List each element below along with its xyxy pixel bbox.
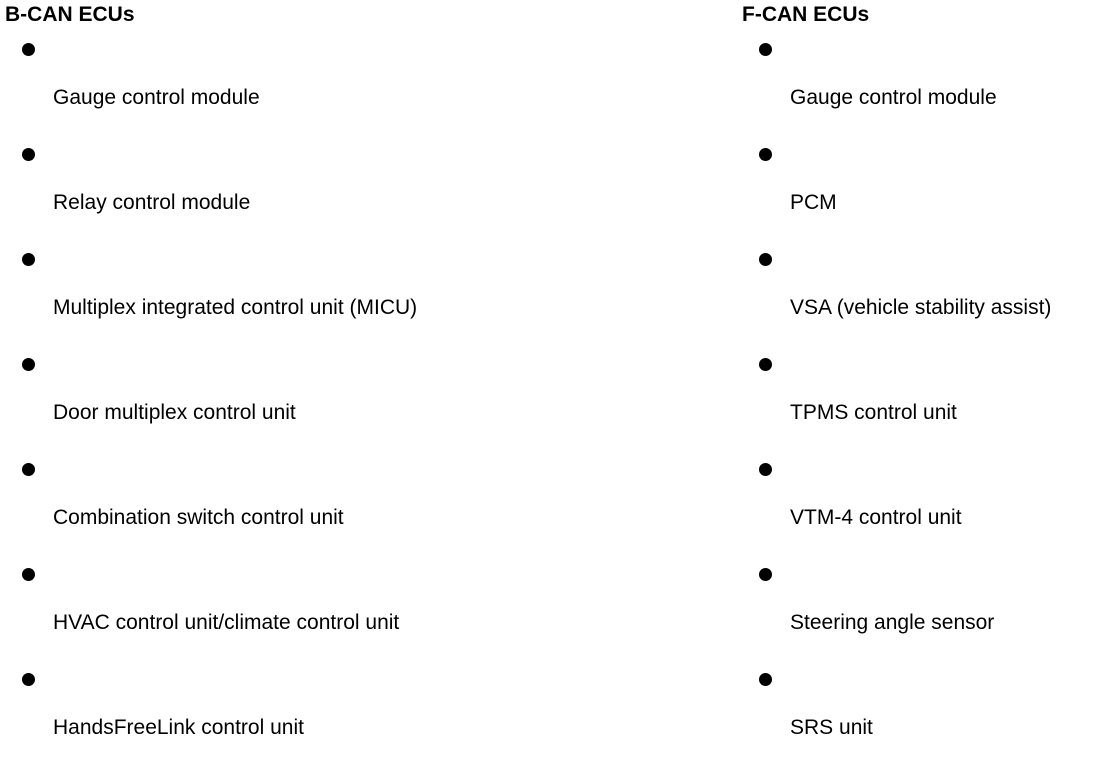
list-item-label: Multiplex integrated control unit (MICU) [53,296,418,319]
list-item: Door multiplex control unit [5,358,425,458]
list-item: VTM-4 control unit [742,463,1120,563]
bullet-icon [759,568,772,581]
list-item-label: Combination switch control unit [53,506,344,529]
list-item: Multiplex integrated control unit (MICU) [5,253,425,353]
list-item-label: HVAC control unit/climate control unit [53,611,400,634]
list-item-label: VSA (vehicle stability assist) [790,296,1052,319]
bullet-icon [22,463,35,476]
b-can-heading: B-CAN ECUs [5,3,135,26]
bullet-icon [22,148,35,161]
f-can-heading: F-CAN ECUs [742,3,870,26]
bullet-icon [22,673,35,686]
bullet-icon [759,358,772,371]
list-item: VSA (vehicle stability assist) [742,253,1120,353]
bullet-icon [759,43,772,56]
list-item: Gauge control module [742,43,1120,143]
list-item-label: Steering angle sensor [790,611,995,634]
list-item-label: Door multiplex control unit [53,401,296,424]
list-item-label: TPMS control unit [790,401,957,424]
bullet-icon [759,148,772,161]
list-item-label: Gauge control module [53,86,260,109]
list-item-label: SRS unit [790,716,873,739]
list-item-label: Gauge control module [790,86,997,109]
bullet-icon [22,43,35,56]
list-item-label: HandsFreeLink control unit [53,716,304,739]
list-item: HandsFreeLink control unit [5,673,425,773]
bullet-icon [22,253,35,266]
bullet-icon [759,673,772,686]
bullet-icon [22,358,35,371]
list-item: HVAC control unit/climate control unit [5,568,425,668]
list-item: Relay control module [5,148,425,248]
list-item-label: PCM [790,191,837,214]
list-item-label: Relay control module [53,191,251,214]
list-item-label: VTM-4 control unit [790,506,962,529]
bullet-icon [759,253,772,266]
list-item: SRS unit [742,673,1120,773]
list-item: PCM [742,148,1120,248]
bullet-icon [22,568,35,581]
bullet-icon [759,463,772,476]
list-item: Steering angle sensor [742,568,1120,668]
list-item: Combination switch control unit [5,463,425,563]
list-item: Gauge control module [5,43,425,143]
list-item: TPMS control unit [742,358,1120,458]
